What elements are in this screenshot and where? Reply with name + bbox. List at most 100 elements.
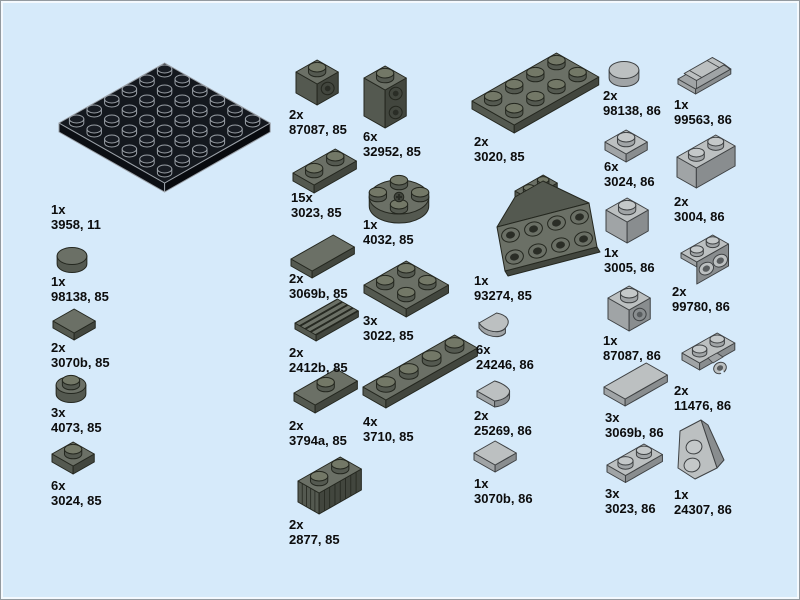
part-code: 3004, 86 <box>674 209 725 225</box>
brick-1x2-icon <box>676 134 736 189</box>
part-code: 99780, 86 <box>672 299 730 315</box>
round-plate-1x1-icon <box>55 374 87 403</box>
part-code: 3069b, 86 <box>605 425 664 441</box>
plate-1x1-icon <box>604 129 648 163</box>
part-qty: 3x <box>51 405 66 420</box>
part-code: 3024, 85 <box>51 493 102 509</box>
part-code: 4032, 85 <box>363 232 414 248</box>
tile-1x1-icon <box>52 308 96 341</box>
tile-1x2-icon <box>603 362 668 407</box>
part-qty: 2x <box>474 408 489 423</box>
tile-1x2-icon <box>290 234 355 279</box>
part-code: 2412b, 85 <box>289 360 348 376</box>
part-code: 93274, 85 <box>474 288 532 304</box>
part-code: 3958, 11 <box>51 217 101 233</box>
part-code: 3023, 85 <box>291 205 342 221</box>
part-qty: 3x <box>605 486 620 501</box>
part-qty: 1x <box>674 97 689 112</box>
bracket-1x2-inverted-icon <box>680 234 730 285</box>
part-qty: 2x <box>603 88 618 103</box>
part-code: 11476, 86 <box>674 398 732 414</box>
wedge-plate-2x2-icon <box>677 419 725 480</box>
part-code: 98138, 86 <box>603 103 661 119</box>
part-qty: 1x <box>603 333 618 348</box>
part-code: 32952, 85 <box>363 144 421 160</box>
part-code: 3710, 85 <box>363 429 414 445</box>
part-qty: 1x <box>363 217 378 232</box>
part-code: 98138, 85 <box>51 289 109 305</box>
plate-6x6-icon <box>58 62 271 193</box>
bracket-2x4-icon <box>496 174 601 277</box>
half-round-tile-1x1-icon <box>478 312 509 338</box>
part-code: 3020, 85 <box>474 149 525 165</box>
part-code: 3069b, 85 <box>289 286 348 302</box>
brick-1x1-side-stud-icon <box>295 59 339 106</box>
plate-1x2-icon <box>292 148 357 194</box>
part-qty: 15x <box>291 190 313 205</box>
plate-2x4-icon <box>471 52 600 134</box>
part-code: 3070b, 86 <box>474 491 533 507</box>
part-code: 2877, 85 <box>289 532 340 548</box>
part-qty: 2x <box>674 194 689 209</box>
grille-brick-1x2-icon <box>297 456 362 515</box>
part-code: 87087, 85 <box>289 122 347 138</box>
part-code: 87087, 86 <box>603 348 661 364</box>
part-code: 3022, 85 <box>363 328 414 344</box>
brick-1x1-side-stud-icon <box>607 285 651 332</box>
part-code: 25269, 86 <box>474 423 532 439</box>
jumper-plate-1x2-icon <box>293 368 358 414</box>
part-code: 24246, 86 <box>476 357 534 373</box>
part-code: 4073, 85 <box>51 420 102 436</box>
part-qty: 2x <box>289 418 304 433</box>
ingot-tile-icon <box>677 57 732 95</box>
brick-1x1-icon <box>605 197 649 244</box>
part-qty: 6x <box>363 129 378 144</box>
part-qty: 6x <box>604 159 619 174</box>
part-qty: 3x <box>605 410 620 425</box>
part-qty: 2x <box>672 284 687 299</box>
brick-1x1-tall-side-studs-icon <box>363 65 407 129</box>
part-qty: 1x <box>51 202 66 217</box>
part-code: 24307, 86 <box>674 502 732 518</box>
plate-2x2-icon <box>363 260 449 318</box>
part-qty: 1x <box>674 487 689 502</box>
plate-1x2-icon <box>606 443 663 483</box>
round-tile-1x1-icon <box>608 60 640 87</box>
part-qty: 1x <box>474 476 489 491</box>
part-qty: 1x <box>474 273 489 288</box>
part-code: 3794a, 85 <box>289 433 347 449</box>
part-qty: 6x <box>51 478 66 493</box>
part-qty: 6x <box>476 342 491 357</box>
part-qty: 4x <box>363 414 378 429</box>
plate-1x4-icon <box>362 334 478 409</box>
part-qty: 1x <box>604 245 619 260</box>
round-tile-1x1-icon <box>56 246 88 273</box>
part-code: 99563, 86 <box>674 112 732 128</box>
